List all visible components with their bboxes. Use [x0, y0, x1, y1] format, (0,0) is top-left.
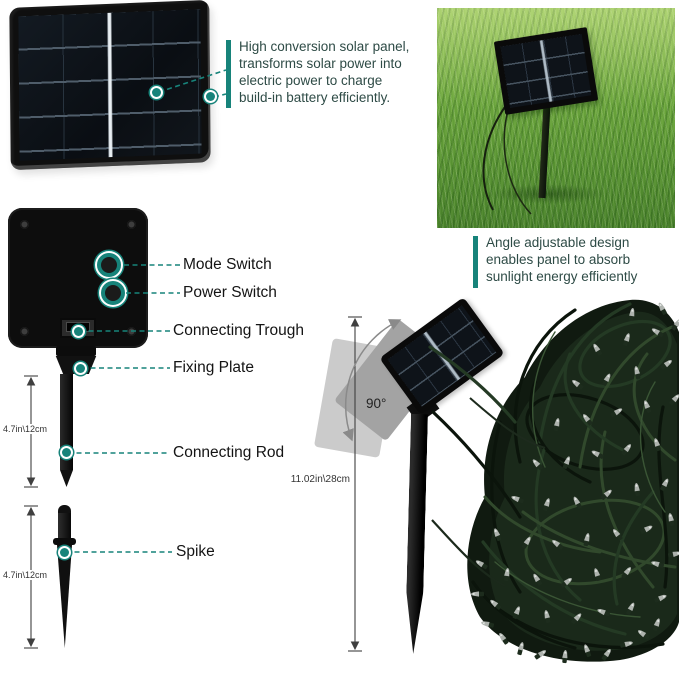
- label-power-switch: Power Switch: [183, 284, 277, 301]
- solar-cells: [18, 9, 202, 161]
- mode-switch-button: [97, 253, 121, 277]
- label-connecting-rod: Connecting Rod: [173, 444, 285, 461]
- screw-icon: [127, 220, 136, 229]
- string-lights-pile: [428, 299, 679, 664]
- dimension-rod: 4.7in\12cm: [1, 424, 50, 434]
- spike-cap: [58, 505, 71, 515]
- front-solar-panel-frame: [9, 0, 211, 171]
- connecting-rod-tip: [60, 470, 73, 487]
- fixing-plate: [56, 346, 96, 356]
- dimension-stake-height: 11.02in\28cm: [290, 474, 350, 485]
- wires-group: [428, 302, 677, 650]
- angle-90-label: 90°: [366, 396, 387, 411]
- spike-neck: [58, 513, 71, 539]
- target-marker-fixing-plate: [75, 363, 85, 373]
- callout-accent-bar-2: [473, 236, 478, 288]
- target-marker-panel-b: [205, 91, 215, 101]
- photo-solar-cells: [500, 33, 592, 109]
- label-fixing-plate: Fixing Plate: [173, 359, 254, 376]
- photo-solar-panel: [493, 27, 599, 115]
- spike-collar: [53, 538, 76, 545]
- label-spike: Spike: [176, 543, 215, 560]
- dimension-spike: 4.7in\12cm: [1, 570, 50, 580]
- angle-callout-text: Angle adjustable design enables panel to…: [486, 235, 638, 284]
- target-marker-panel-a: [151, 87, 161, 97]
- target-marker-trough: [73, 326, 83, 336]
- label-connecting-trough: Connecting Trough: [173, 322, 304, 339]
- target-marker-spike: [59, 547, 69, 557]
- grass-photo: [437, 8, 675, 228]
- screw-icon: [127, 327, 136, 336]
- power-switch-button: [101, 281, 125, 305]
- photo-wire: [482, 103, 532, 215]
- front-solar-panel: [9, 0, 211, 171]
- solar-panel-callout-text: High conversion solar panel, transforms …: [239, 39, 410, 105]
- spike-body: [57, 545, 72, 648]
- connecting-rod: [60, 374, 73, 470]
- back-panel: [8, 208, 148, 348]
- label-mode-switch: Mode Switch: [183, 256, 272, 273]
- panel-shadow: [489, 184, 607, 204]
- callout-accent-bar-1: [226, 40, 231, 108]
- target-marker-rod: [61, 447, 71, 457]
- screw-icon: [20, 220, 29, 229]
- screw-icon: [20, 327, 29, 336]
